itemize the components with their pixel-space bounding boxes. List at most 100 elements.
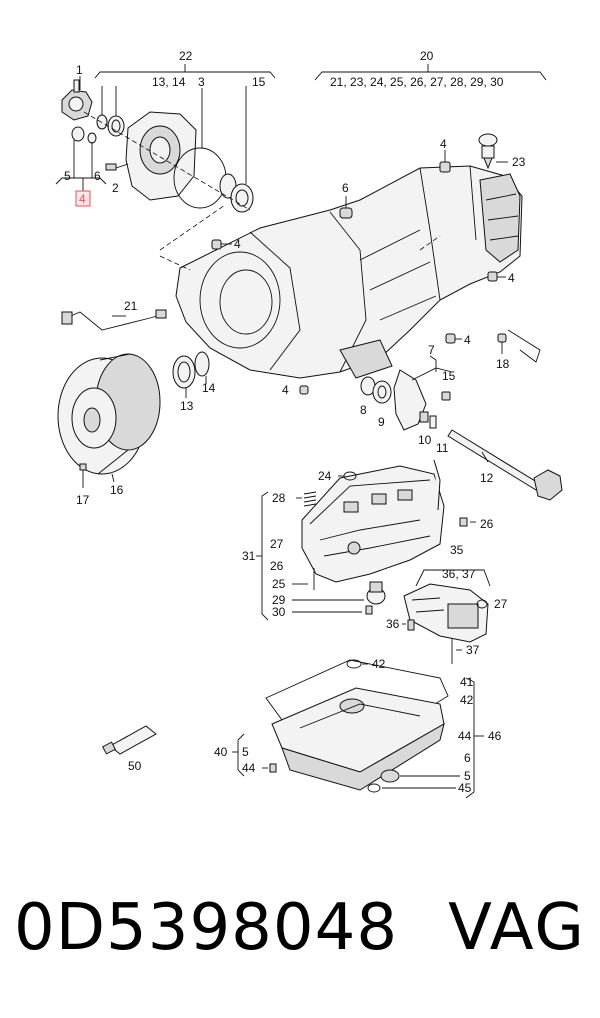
callout-6-pan: 6 [464, 751, 471, 765]
bolt-44-left [262, 763, 277, 773]
callout-24: 24 [318, 469, 332, 483]
bracket-20 [314, 64, 547, 81]
bolt-26 [459, 517, 476, 527]
marker-lines-4-5-6 [55, 140, 107, 191]
flange-part-1 [61, 76, 93, 121]
callout-36-37: 36, 37 [442, 567, 476, 581]
callout-9: 9 [378, 415, 385, 429]
callout-31: 31 [242, 549, 256, 563]
callout-1: 1 [76, 63, 83, 77]
plug-4-side [445, 333, 462, 344]
oring-24 [338, 471, 357, 481]
screw-36 [402, 619, 415, 631]
oring-27 [476, 599, 488, 609]
sealant-tube-50 [102, 725, 157, 755]
callout-2: 2 [112, 181, 119, 195]
callout-14: 14 [202, 381, 216, 395]
plug-4-top [439, 150, 451, 173]
callout-28: 28 [272, 491, 286, 505]
oring-42 [346, 659, 368, 669]
parts-10-11 [419, 411, 437, 429]
screw-30 [292, 605, 373, 615]
callout-17: 17 [76, 493, 90, 507]
breather-cap-23 [478, 133, 508, 170]
bracket-31 [256, 491, 269, 621]
plug-4-mid [211, 239, 232, 250]
callout-4-highlighted: 4 [79, 192, 86, 206]
callout-22: 22 [179, 49, 193, 63]
callout-5: 5 [64, 169, 71, 183]
callout-50: 50 [128, 759, 142, 773]
bolt-15-small [441, 391, 451, 401]
seal-rings-15 [219, 86, 254, 213]
callout-4-top: 4 [440, 137, 447, 151]
callout-12: 12 [480, 471, 494, 485]
callout-35: 35 [450, 543, 464, 557]
callout-3: 3 [198, 75, 205, 89]
module-35 [403, 583, 489, 643]
callout-29: 29 [272, 593, 286, 607]
oil-pan [271, 687, 445, 791]
callout-30: 30 [272, 605, 286, 619]
callout-27-right: 27 [494, 597, 508, 611]
shaft-12 [447, 429, 563, 501]
bracket-46 [465, 677, 484, 799]
callout-4-side: 4 [464, 333, 471, 347]
callout-40: 40 [214, 745, 228, 759]
callout-37: 37 [466, 643, 480, 657]
wiring-21 [61, 309, 167, 331]
callout-20-sublist: 21, 23, 24, 25, 26, 27, 28, 29, 30 [330, 75, 504, 89]
cover-7 [393, 355, 453, 431]
callout-16: 16 [110, 483, 124, 497]
seals-8-9 [360, 376, 392, 404]
callout-41: 41 [460, 675, 474, 689]
callout-42: 42 [372, 657, 386, 671]
transmission-housing [175, 165, 523, 379]
callout-4-mid: 4 [234, 237, 241, 251]
callout-25: 25 [272, 577, 286, 591]
drain-plug-5 [380, 769, 460, 783]
valve-body [301, 459, 445, 583]
callout-10: 10 [418, 433, 432, 447]
oring-45 [367, 783, 456, 793]
footer: 0D5398048 VAG [0, 885, 600, 995]
callout-6: 6 [94, 169, 101, 183]
pump-housing [105, 111, 197, 201]
callout-7: 7 [428, 343, 435, 357]
plug-4-bottom [299, 385, 309, 395]
callout-8: 8 [360, 403, 367, 417]
callout-45: 45 [458, 781, 472, 795]
callout-20: 20 [420, 49, 434, 63]
torque-converter-16 [57, 353, 161, 483]
callout-44: 44 [458, 729, 472, 743]
screw-37 [451, 638, 462, 664]
bracket-22 [94, 64, 276, 79]
callout-26: 26 [480, 517, 494, 531]
brand-label: VAG [448, 891, 586, 965]
callout-labels: 1 22 13, 14 3 15 20 21, 23, 24, 25, 26, … [64, 49, 526, 795]
callout-13: 13 [180, 399, 194, 413]
spring-28 [296, 491, 317, 507]
callout-42-right: 42 [460, 693, 474, 707]
callout-36: 36 [386, 617, 400, 631]
callout-5-left: 5 [242, 745, 249, 759]
callout-46: 46 [488, 729, 502, 743]
callout-6-housing: 6 [342, 181, 349, 195]
callout-44-left: 44 [242, 761, 256, 775]
bolt-17 [79, 463, 87, 488]
callout-23: 23 [512, 155, 526, 169]
bracket-35 [415, 569, 491, 587]
filter-29 [292, 581, 386, 605]
callout-15: 15 [252, 75, 266, 89]
callout-4-right: 4 [508, 271, 515, 285]
exploded-parts-diagram: 1 22 13, 14 3 15 20 21, 23, 24, 25, 26, … [55, 49, 563, 799]
highlighted-callout-box [75, 190, 91, 207]
rings-13-14 [172, 351, 210, 398]
callout-22-sublist: 13, 14 [152, 75, 186, 89]
callout-26-left: 26 [270, 559, 284, 573]
bracket-40 [232, 733, 245, 777]
callout-18: 18 [496, 357, 510, 371]
plug-4-right [487, 271, 506, 282]
plug-6 [339, 196, 353, 219]
callout-5-pan: 5 [464, 769, 471, 783]
